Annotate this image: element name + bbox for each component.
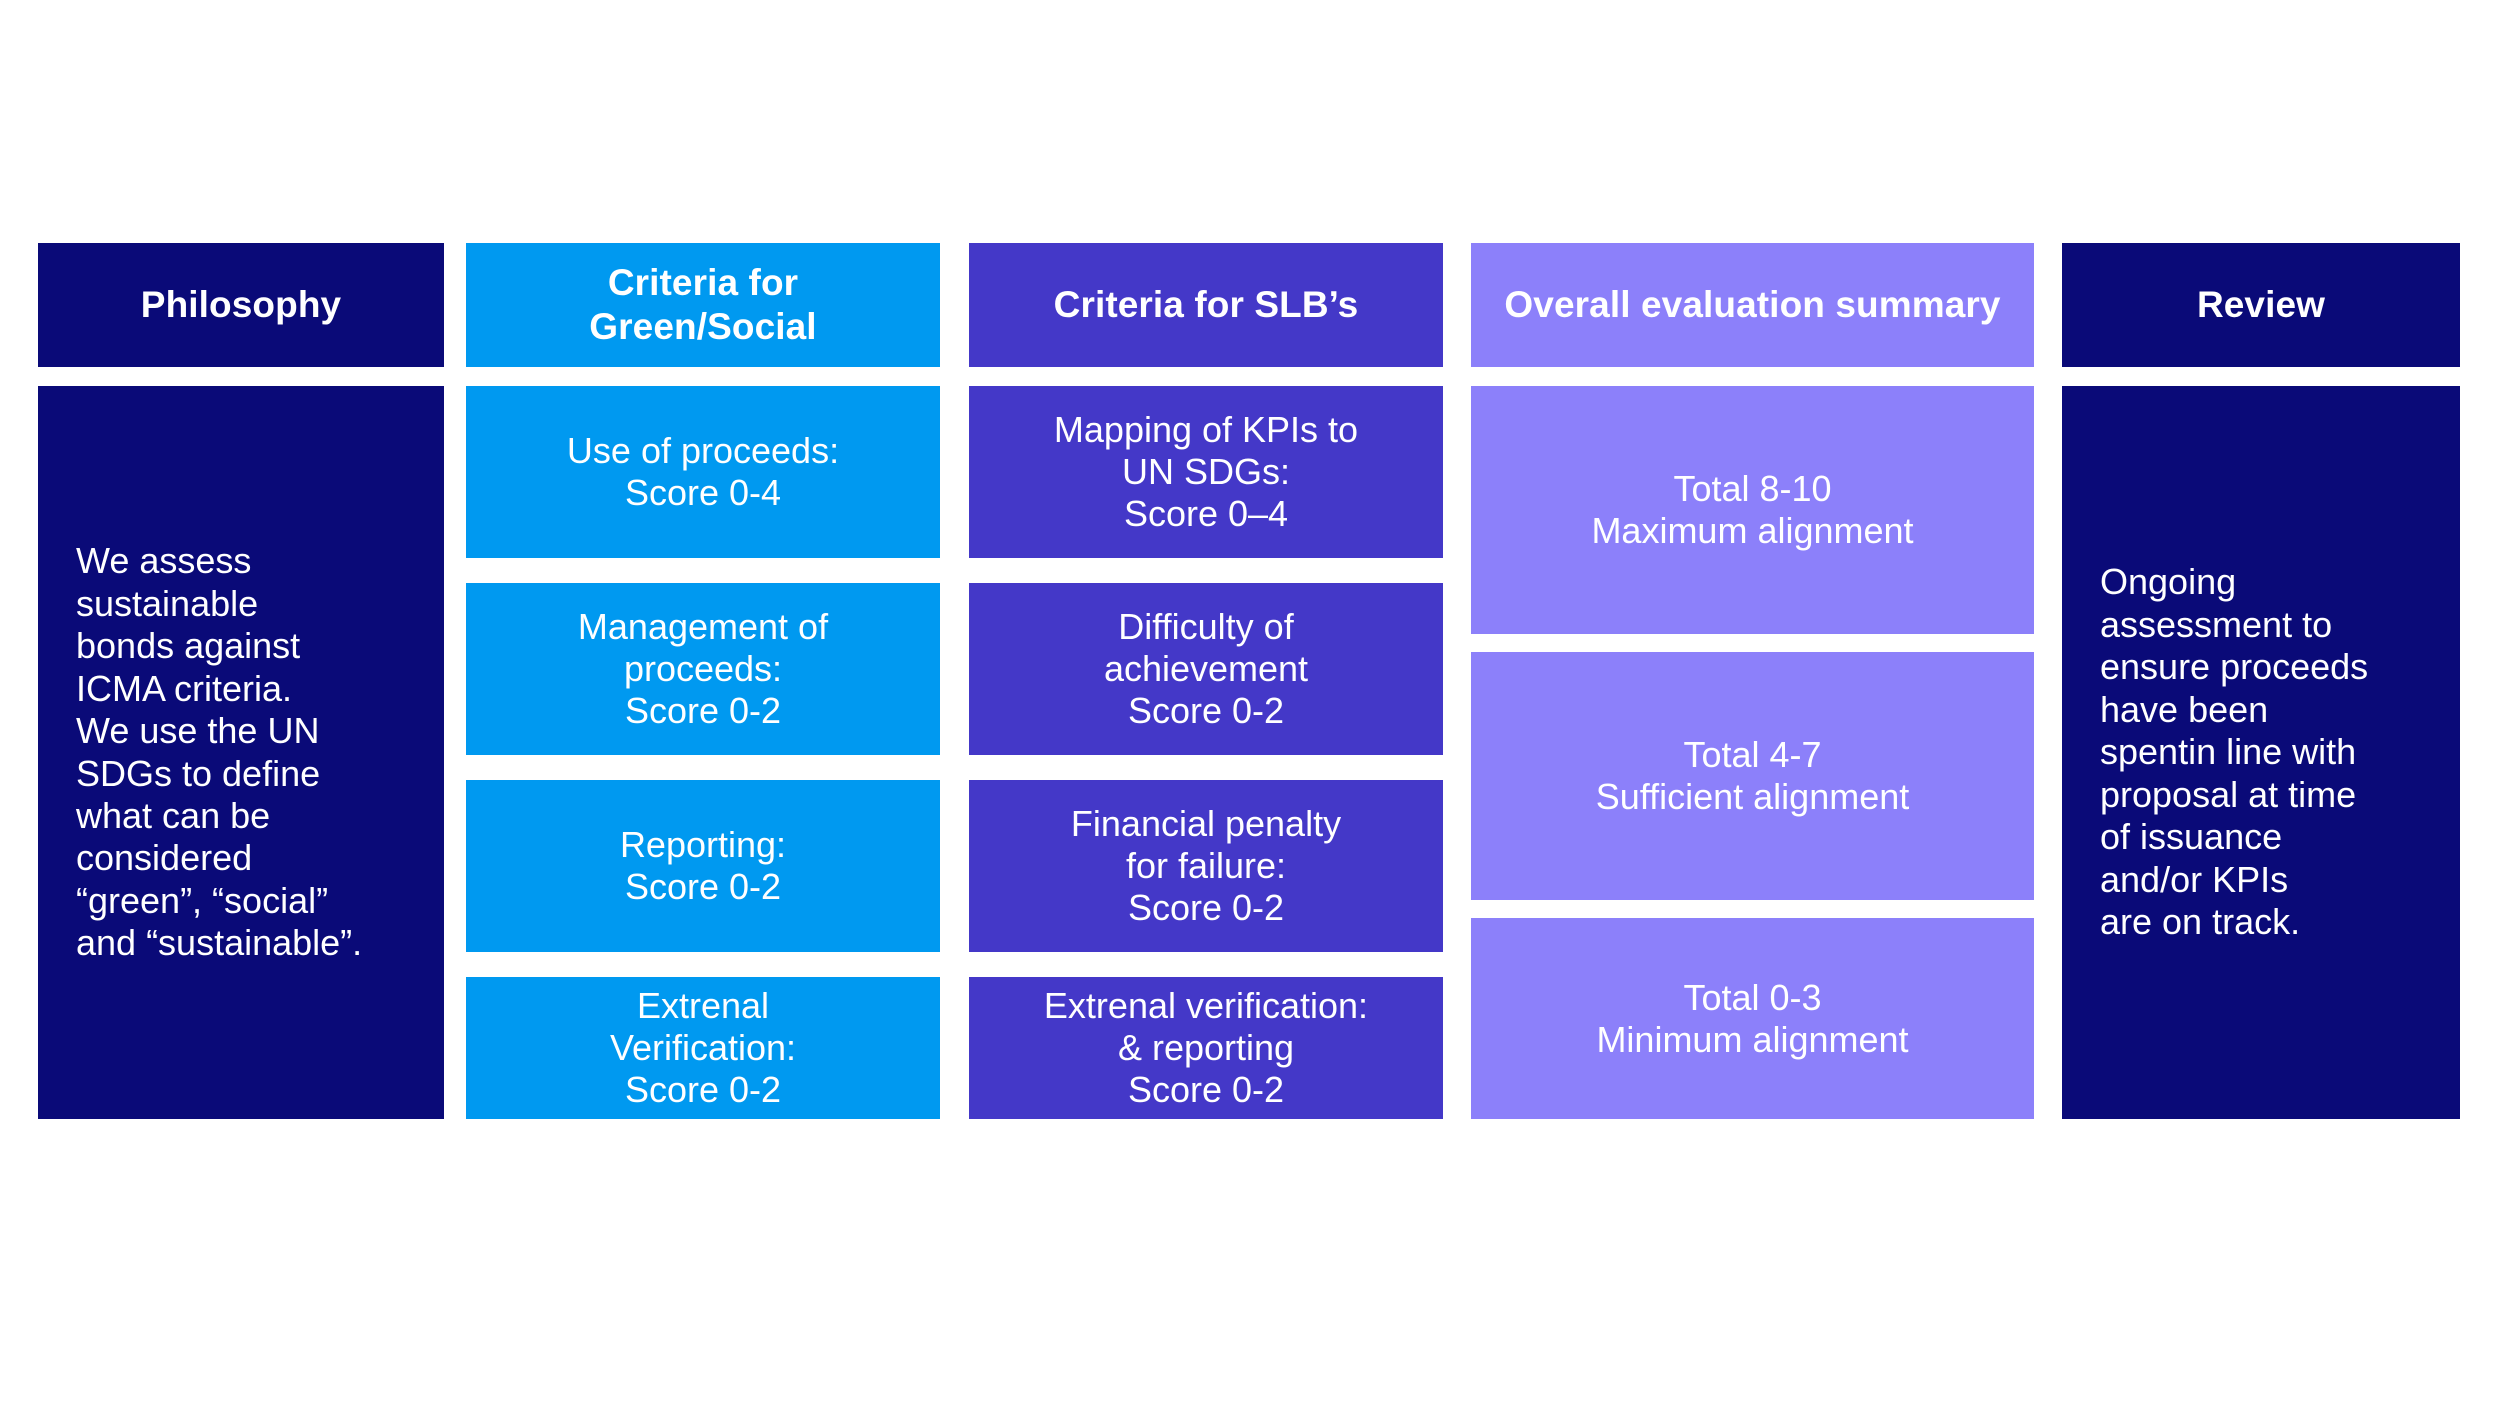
slb-card-mapping-kpis[interactable]: Mapping of KPIs to UN SDGs: Score 0–4 [969,386,1443,558]
header-label: Overall evaluation summary [1504,284,2001,326]
evaluation-card-minimum-alignment[interactable]: Total 0-3 Minimum alignment [1471,918,2034,1119]
criteria-card-use-of-proceeds[interactable]: Use of proceeds: Score 0-4 [466,386,940,558]
review-description-card[interactable]: Ongoing assessment to ensure proceeds ha… [2062,386,2460,1119]
criteria-text: Use of proceeds: Score 0-4 [566,430,840,513]
column-header-slb[interactable]: Criteria for SLB’s [969,243,1443,367]
slb-criteria-text: Mapping of KPIs to UN SDGs: Score 0–4 [1053,409,1359,534]
criteria-text: Extrenal Verification: Score 0-2 [609,985,797,1110]
column-header-philosophy[interactable]: Philosophy [38,243,444,367]
criteria-text: Management of proceeds: Score 0-2 [577,606,829,731]
header-label: Criteria for Green/Social [589,262,817,347]
review-description-text: Ongoing assessment to ensure proceeds ha… [2100,561,2369,943]
criteria-card-external-verification[interactable]: Extrenal Verification: Score 0-2 [466,977,940,1119]
evaluation-card-sufficient-alignment[interactable]: Total 4-7 Sufficient alignment [1471,652,2034,900]
slb-card-external-verification[interactable]: Extrenal verification: & reporting Score… [969,977,1443,1119]
slb-criteria-text: Difficulty of achievement Score 0-2 [1103,606,1309,731]
slb-card-difficulty-of-achievement[interactable]: Difficulty of achievement Score 0-2 [969,583,1443,755]
evaluation-card-maximum-alignment[interactable]: Total 8-10 Maximum alignment [1471,386,2034,634]
header-label: Review [2196,284,2326,326]
criteria-text: Reporting: Score 0-2 [619,824,787,907]
column-header-review[interactable]: Review [2062,243,2460,367]
philosophy-description-text: We assess sustainable bonds against ICMA… [76,540,363,964]
evaluation-text: Total 8-10 Maximum alignment [1591,468,1914,551]
header-label: Criteria for SLB’s [1053,284,1359,326]
slb-card-financial-penalty[interactable]: Financial penalty for failure: Score 0-2 [969,780,1443,952]
slb-criteria-text: Extrenal verification: & reporting Score… [1043,985,1369,1110]
criteria-card-management-of-proceeds[interactable]: Management of proceeds: Score 0-2 [466,583,940,755]
philosophy-description-card[interactable]: We assess sustainable bonds against ICMA… [38,386,444,1119]
evaluation-text: Total 0-3 Minimum alignment [1596,976,1909,1060]
slb-criteria-text: Financial penalty for failure: Score 0-2 [1070,803,1342,928]
criteria-card-reporting[interactable]: Reporting: Score 0-2 [466,780,940,952]
header-label: Philosophy [140,284,342,326]
column-header-green-social[interactable]: Criteria for Green/Social [466,243,940,367]
evaluation-text: Total 4-7 Sufficient alignment [1595,734,1910,817]
column-header-overall-evaluation[interactable]: Overall evaluation summary [1471,243,2034,367]
